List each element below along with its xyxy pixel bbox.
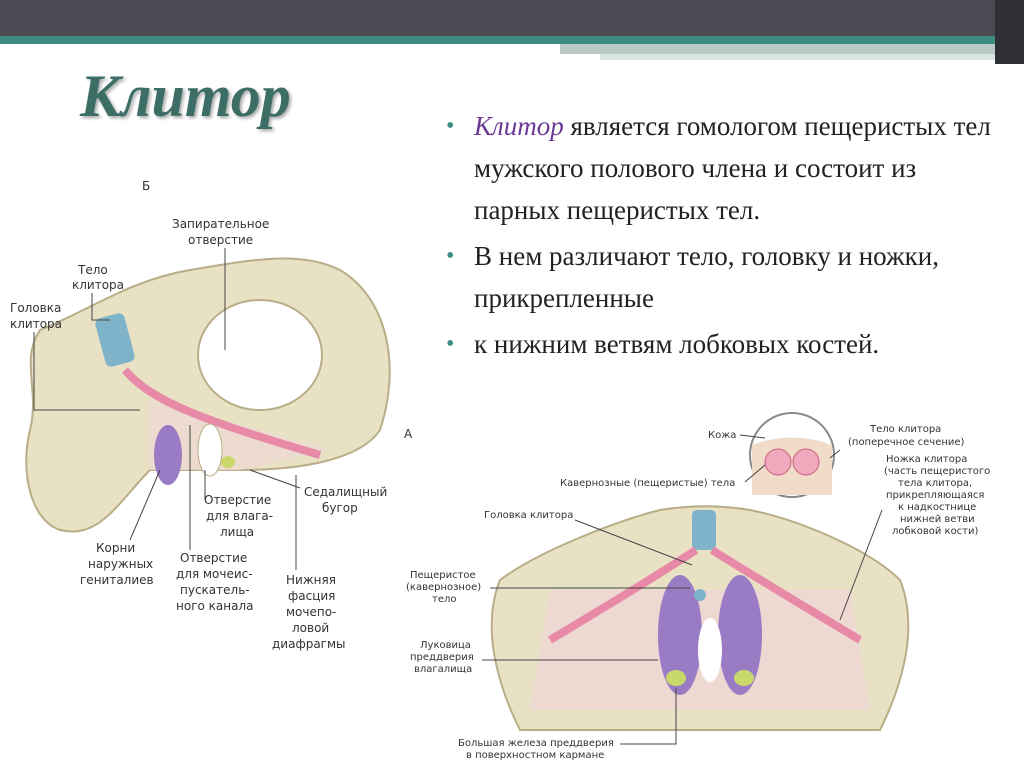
label-obturator: отверстие — [188, 233, 253, 247]
label-bulb: влагалища — [414, 664, 472, 675]
bullet-dot-icon: • — [446, 105, 454, 147]
label-clitoris-body: Тело — [77, 263, 108, 277]
slide-title: Клитор — [80, 62, 291, 131]
bullet-list: • Клитор является гомологом пещеристых т… — [442, 105, 1002, 369]
label-urethral-opening: пускатель- — [180, 583, 250, 597]
cavernous-body-left — [765, 449, 791, 475]
bullet-item: • к нижним ветвям лобковых костей. — [442, 323, 1002, 365]
label-fascia: фасция — [288, 589, 335, 603]
label-glans: Головка — [10, 301, 61, 315]
cavernous-body-right — [793, 449, 819, 475]
vaginal-opening-front — [698, 618, 722, 682]
pelvis-side-figure: Б А Запирательное отверстие Тело клитора… — [0, 170, 430, 670]
label-crus: прикрепляющаяся — [886, 490, 984, 501]
urethral-opening-front — [694, 589, 706, 601]
label-obturator: Запирательное — [172, 217, 269, 231]
bullet-dot-icon: • — [446, 235, 454, 277]
bullet-item: • Клитор является гомологом пещеристых т… — [442, 105, 1002, 231]
label-crus: (часть пещеристого — [884, 466, 990, 477]
label-greater-vestibular-gland: Большая железа преддверия — [458, 738, 614, 749]
label-crus: Ножка клитора — [886, 454, 967, 465]
label-roots: наружных — [88, 557, 153, 571]
gland-right — [734, 670, 754, 686]
label-crus: нижней ветви — [900, 514, 975, 525]
label-glans-front: Головка клитора — [484, 510, 573, 521]
figure-letter-b: Б — [142, 179, 150, 193]
vestibular-bulb — [154, 425, 182, 485]
clitoris-body-front — [692, 510, 716, 550]
bullet-item: • В нем различают тело, головку и ножки,… — [442, 235, 1002, 319]
label-glans: клитора — [10, 317, 62, 331]
perineum-front-figure: Кожа Тело клитора (поперечное сечение) К… — [400, 410, 1024, 767]
label-spongy-body: (кавернозное) — [406, 582, 481, 593]
label-crus: тела клитора, — [898, 478, 972, 489]
label-vaginal-opening: для влага- — [206, 509, 273, 523]
obturator-foramen — [198, 300, 322, 410]
label-fascia: мочепо- — [286, 605, 336, 619]
bullet-text: В нем различают тело, головку и ножки, п… — [474, 241, 939, 313]
label-ischial-tuberosity: Седалищный — [304, 485, 387, 499]
label-fascia: ловой — [292, 621, 329, 635]
label-body-section: (поперечное сечение) — [848, 437, 965, 448]
bullet-text: к нижним ветвям лобковых костей. — [474, 329, 879, 359]
label-urethral-opening: для мочеис- — [176, 567, 253, 581]
gland-left — [666, 670, 686, 686]
label-cavernous-bodies: Кавернозные (пещеристые) тела — [560, 478, 735, 489]
label-urethral-opening: Отверстие — [180, 551, 247, 565]
label-clitoris-body: клитора — [72, 278, 124, 292]
vaginal-opening — [198, 424, 222, 476]
label-skin: Кожа — [708, 430, 736, 441]
bullet-dot-icon: • — [446, 323, 454, 365]
label-bulb: преддверия — [410, 652, 474, 663]
top-decorative-bar — [0, 0, 1024, 70]
label-spongy-body: тело — [432, 594, 457, 605]
vestibular-gland — [221, 456, 235, 468]
label-crus: лобковой кости) — [892, 526, 979, 537]
label-roots: Корни — [96, 541, 135, 555]
label-crus: к надкостнице — [898, 502, 976, 513]
label-fascia: диафрагмы — [272, 637, 346, 651]
label-vaginal-opening: лища — [220, 525, 254, 539]
label-body-section: Тело клитора — [869, 424, 941, 435]
label-fascia: Нижняя — [286, 573, 336, 587]
bullet-term: Клитор — [474, 111, 564, 141]
label-spongy-body: Пещеристое — [410, 570, 476, 581]
label-ischial-tuberosity: бугор — [322, 501, 358, 515]
label-roots: гениталиев — [80, 573, 154, 587]
label-urethral-opening: ного канала — [176, 599, 253, 613]
label-vaginal-opening: Отверстие — [204, 493, 271, 507]
label-greater-vestibular-gland: в поверхностном кармане — [466, 750, 604, 761]
label-bulb: Луковица — [420, 640, 471, 651]
